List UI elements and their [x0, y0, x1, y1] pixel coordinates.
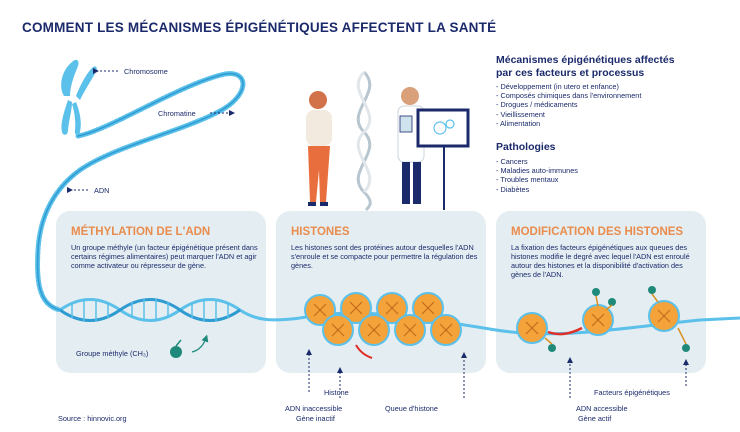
pathology-item: - Maladies auto-immunes	[496, 166, 578, 176]
chromosome-icon	[61, 59, 97, 136]
methyl-group-label: Groupe méthyle (CH₃)	[76, 349, 149, 358]
pathologies-heading: Pathologies	[496, 141, 556, 153]
mechanism-item: - Développement (in utero et enfance)	[496, 82, 619, 91]
dna-helix-icon	[59, 298, 301, 322]
chromatine-label: Chromatine	[158, 109, 196, 118]
source-note: Source : hinnovic.org	[58, 414, 127, 423]
chromosome-label: Chromosome	[124, 67, 168, 76]
gene-inactif-label: Gène inactif	[296, 414, 335, 423]
pathology-item: - Cancers	[496, 157, 528, 166]
modification-text: La fixation des facteurs épigénétiques a…	[511, 243, 690, 279]
mechanism-item: - Vieillissement	[496, 109, 545, 119]
researcher-illustration	[306, 70, 470, 212]
mechanisms-list: - Développement (in utero et enfance) - …	[496, 82, 716, 128]
modification-title: MODIFICATION DES HISTONES	[511, 226, 684, 238]
methylation-title: MÉTHYLATION DE L'ADN	[71, 226, 211, 238]
panel-methylation	[56, 211, 266, 373]
histone-label: Histone	[324, 388, 349, 397]
histones-title: HISTONES	[291, 226, 350, 238]
adn-label: ADN	[94, 186, 110, 195]
mechanism-item: - Alimentation	[496, 118, 541, 128]
page-title: COMMENT LES MÉCANISMES ÉPIGÉNÉTIQUES AFF…	[22, 20, 497, 35]
gene-actif-label: Gène actif	[578, 414, 612, 423]
panel-modification	[496, 211, 706, 373]
pathology-item: - Diabètes	[496, 184, 530, 194]
mechanisms-heading: Mécanismes épigénétiques affectés par ce…	[496, 54, 675, 79]
adn-inaccessible-label: ADN inaccessible	[285, 404, 343, 413]
pathologies-list: - Cancers - Maladies auto-immunes - Trou…	[496, 157, 696, 194]
methyl-group-icon	[170, 334, 209, 358]
nucleosome-cluster	[304, 292, 462, 359]
histones-text: Les histones sont des protéines autour d…	[291, 243, 478, 270]
mechanism-item: - Drogues / médicaments	[496, 100, 578, 110]
methylation-text: Un groupe méthyle (un facteur épigénétiq…	[71, 243, 258, 270]
facteurs-label: Facteurs épigénétiques	[594, 388, 670, 397]
panel-histones	[276, 211, 486, 373]
pathology-item: - Troubles mentaux	[496, 175, 559, 185]
chromatin-fiber	[35, 71, 246, 313]
adn-accessible-label: ADN accessible	[576, 404, 628, 413]
queue-histone-label: Queue d'histone	[385, 404, 438, 413]
mechanism-item: - Composés chimiques dans l'environnemen…	[496, 91, 642, 101]
modified-nucleosomes	[516, 286, 690, 352]
